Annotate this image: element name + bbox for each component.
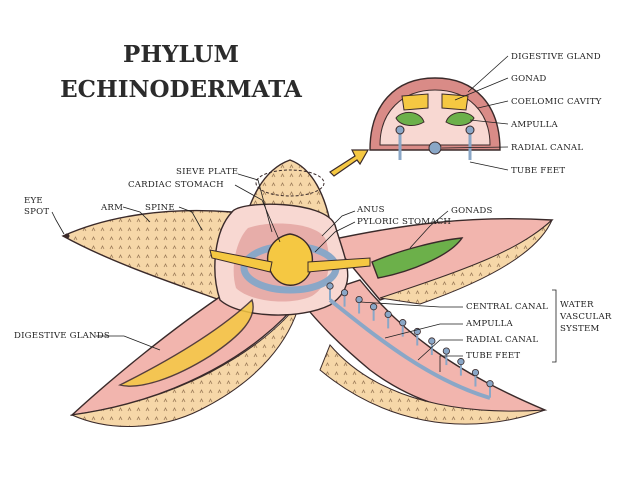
title-line-2: ECHINODERMATA [60,76,303,103]
digestive-branch-right [307,257,371,273]
inset-label-digestive-gland: DIGESTIVE GLAND [511,52,601,62]
arrow-to-inset [329,149,370,177]
inset-label-gonad: GONAD [511,74,547,84]
ampulla-bulb [326,282,334,290]
label-water: WATER [560,300,594,310]
leader-lines [51,55,557,372]
label-ampulla: AMPULLA [465,319,513,329]
inset-radial-canal [428,141,442,155]
digestive-glands-shape [117,298,254,387]
ampulla-bulb [486,380,494,388]
tube-feet-group [326,282,494,398]
label-gonads: GONADS [451,206,493,216]
inset-gonad-right [441,93,469,111]
ampulla-bulb [370,303,378,311]
ampulla-bulb [471,368,480,377]
bottom-right-arm-skin [319,344,546,425]
ampulla-bulb [399,319,407,327]
label-sieve-plate: SIEVE PLATE [176,167,238,177]
title-line-1: PHYLUM [123,41,239,68]
right-arm-skin [379,219,553,305]
inset-label-ampulla: AMPULLA [510,120,558,130]
stomach [267,233,313,286]
inset-label-tube-feet: TUBE FEET [511,166,565,176]
ampulla-bulb [384,310,392,319]
starfish-body [61,149,554,427]
label-radial-canal: RADIAL CANAL [466,335,538,345]
label-tube-feet: TUBE FEET [466,351,520,361]
label-vascular: VASCULAR [559,312,612,322]
inset-ampulla-left [395,112,425,126]
bottom-left-arm-skin [70,301,301,427]
label-eye-spot-1: EYE [24,196,43,206]
ampulla-bulb [355,295,363,304]
label-spine: SPINE [145,203,175,213]
label-cardiac-stomach: CARDIAC STOMACH [128,180,224,190]
inset-ampulla-right [445,112,475,126]
cross-section-inset [369,77,501,160]
ampulla-bulb [340,289,349,297]
inset-label-radial-canal: RADIAL CANAL [511,143,583,153]
gonads-shape [371,237,464,279]
label-system: SYSTEM [560,324,599,334]
label-digestive-glands: DIGESTIVE GLANDS [14,331,110,341]
digestive-branch-left [209,249,273,273]
eye-spot [64,233,70,239]
label-anus: ANUS [356,205,385,215]
label-eye-spot-2: SPOT [24,207,49,217]
inset-gonad-left [401,93,429,111]
ampulla-bulb [442,347,450,355]
label-central-canal: CENTRAL CANAL [466,302,548,312]
ampulla-bulb [457,358,465,366]
radial-canal-line [328,298,491,400]
label-arm: ARM [100,203,123,213]
inset-label-coelomic-cavity: COELOMIC CAVITY [511,97,602,107]
sieve-plate-outline [255,169,325,197]
label-pyloric-stomach: PYLORIC STOMACH [357,217,451,227]
ampulla-bulb [428,337,436,345]
